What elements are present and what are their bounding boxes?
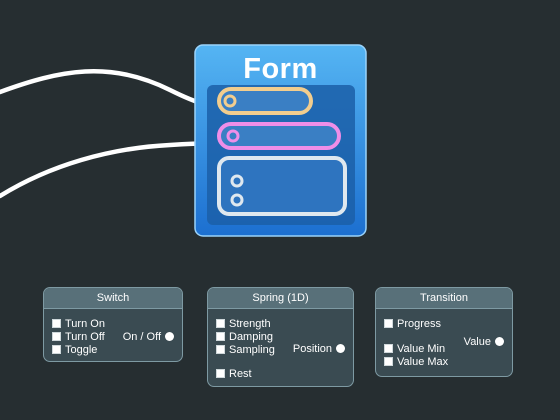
switch-input-turn-on[interactable]: Turn On (52, 318, 105, 331)
transition-output-value[interactable]: Value (464, 336, 504, 349)
input-port-icon[interactable] (216, 369, 225, 378)
input-port-icon[interactable] (52, 332, 61, 341)
spring-input-sampling[interactable]: Sampling (216, 344, 275, 357)
form-icon (194, 44, 367, 237)
input-port-icon[interactable] (384, 319, 393, 328)
spring-input-rest[interactable]: Rest (216, 368, 252, 381)
transition-input-value-max[interactable]: Value Max (384, 356, 448, 369)
output-port-icon[interactable] (495, 337, 504, 346)
spring-node[interactable]: Spring (1D) Strength Damping Sampling Re… (207, 287, 354, 387)
output-port-icon[interactable] (336, 344, 345, 353)
switch-node-title: Switch (44, 288, 182, 309)
input-port-icon[interactable] (52, 319, 61, 328)
spring-output-position[interactable]: Position (293, 343, 345, 356)
icon-title: Form (243, 53, 318, 85)
switch-input-turn-off[interactable]: Turn Off (52, 331, 105, 344)
form-app-icon[interactable]: Form (193, 43, 368, 238)
transition-node[interactable]: Transition Progress Value Min Value Max … (375, 287, 513, 377)
switch-output-on-off[interactable]: On / Off (123, 331, 174, 344)
switch-input-toggle[interactable]: Toggle (52, 344, 97, 357)
input-port-icon[interactable] (216, 345, 225, 354)
transition-input-value-min[interactable]: Value Min (384, 343, 445, 356)
spring-input-strength[interactable]: Strength (216, 318, 271, 331)
spring-node-title: Spring (1D) (208, 288, 353, 309)
input-port-icon[interactable] (216, 319, 225, 328)
switch-node[interactable]: Switch Turn On Turn Off Toggle On / Off (43, 287, 183, 362)
spring-input-damping[interactable]: Damping (216, 331, 273, 344)
transition-node-title: Transition (376, 288, 512, 309)
input-port-icon[interactable] (384, 357, 393, 366)
input-port-icon[interactable] (52, 345, 61, 354)
transition-input-progress[interactable]: Progress (384, 318, 441, 331)
output-port-icon[interactable] (165, 332, 174, 341)
input-port-icon[interactable] (216, 332, 225, 341)
input-port-icon[interactable] (384, 344, 393, 353)
